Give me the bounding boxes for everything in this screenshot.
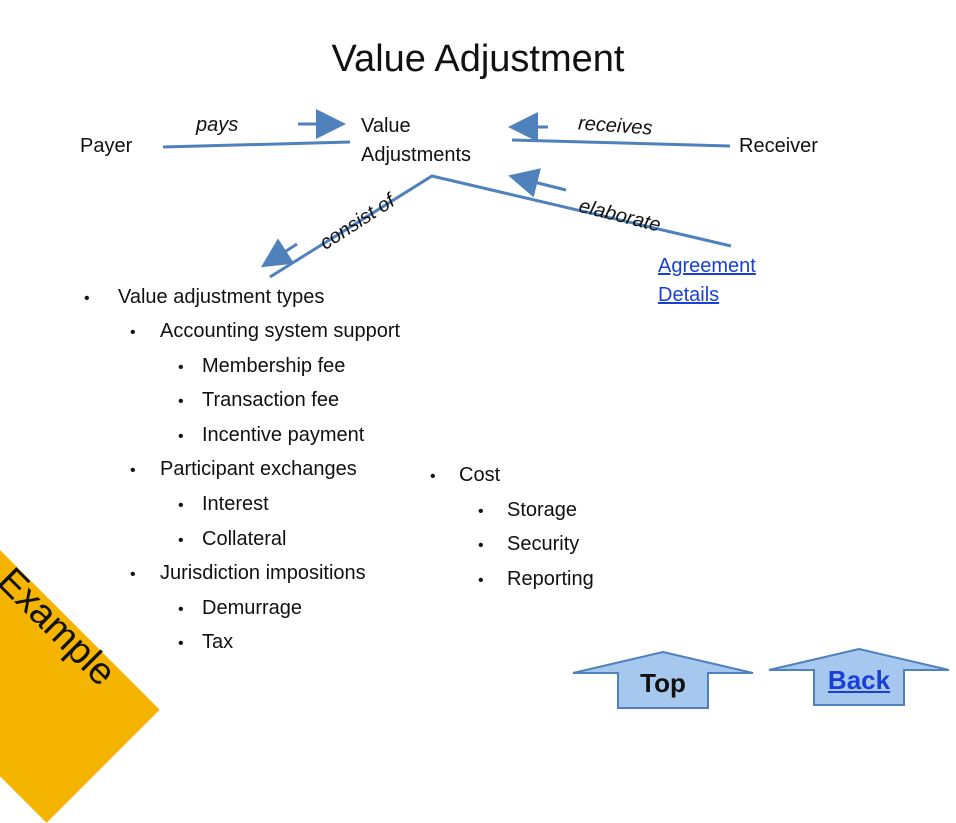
bullet: • [178, 635, 184, 652]
list-item: Participant exchanges [160, 458, 357, 480]
bullet: • [130, 566, 136, 583]
list-item: Value adjustment types [118, 286, 325, 308]
bullet: • [178, 393, 184, 410]
bullet: • [178, 497, 184, 514]
consist-elaborate-connector [269, 174, 732, 279]
list-item: Collateral [202, 528, 287, 550]
bullet: • [478, 572, 484, 589]
list-item: Reporting [507, 568, 594, 590]
back-button-label: Back [827, 665, 891, 695]
top-button-label: Top [640, 668, 686, 698]
top-button[interactable]: Top [572, 650, 754, 709]
payer-connector [162, 140, 351, 149]
list-item: Storage [507, 499, 578, 521]
list-item: Tax [202, 631, 234, 653]
list-item: Jurisdiction impositions [160, 562, 366, 584]
up-arrow-icon [572, 650, 754, 709]
value-adjustments-node-line1: Value [361, 115, 411, 137]
edge-label-pays: pays [196, 114, 239, 136]
bullet: • [478, 503, 484, 520]
agreement-details-link-line2[interactable]: Details [658, 284, 720, 306]
bullet: • [178, 601, 184, 618]
bullet: • [178, 428, 184, 445]
list-item: Security [507, 533, 580, 555]
list-item: Accounting system support [160, 320, 401, 342]
list-item: Cost [459, 464, 501, 486]
bullet: • [178, 359, 184, 376]
list-item: Interest [202, 493, 269, 515]
bullet: • [430, 468, 436, 485]
list-item: Demurrage [202, 597, 303, 619]
bullet: • [130, 324, 136, 341]
receiver-node: Receiver [739, 135, 818, 157]
payer-node: Payer [80, 135, 133, 157]
consist-of-arrow [260, 238, 298, 268]
receiver-connector [511, 138, 731, 148]
list-item: Transaction fee [202, 389, 340, 411]
list-item: Incentive payment [202, 424, 365, 446]
agreement-details-link-line1[interactable]: Agreement [658, 255, 756, 277]
bullet: • [130, 462, 136, 479]
up-arrow-icon [768, 647, 950, 706]
back-button[interactable]: Back [768, 647, 950, 706]
bullet: • [84, 290, 90, 307]
bullet: • [478, 537, 484, 554]
list-item: Membership fee [202, 355, 346, 377]
elaborate-arrow [508, 168, 567, 198]
relationship-diagram [162, 109, 732, 279]
bullet: • [178, 532, 184, 549]
value-adjustments-node-line2: Adjustments [361, 144, 472, 166]
page-title: Value Adjustment [331, 38, 625, 80]
